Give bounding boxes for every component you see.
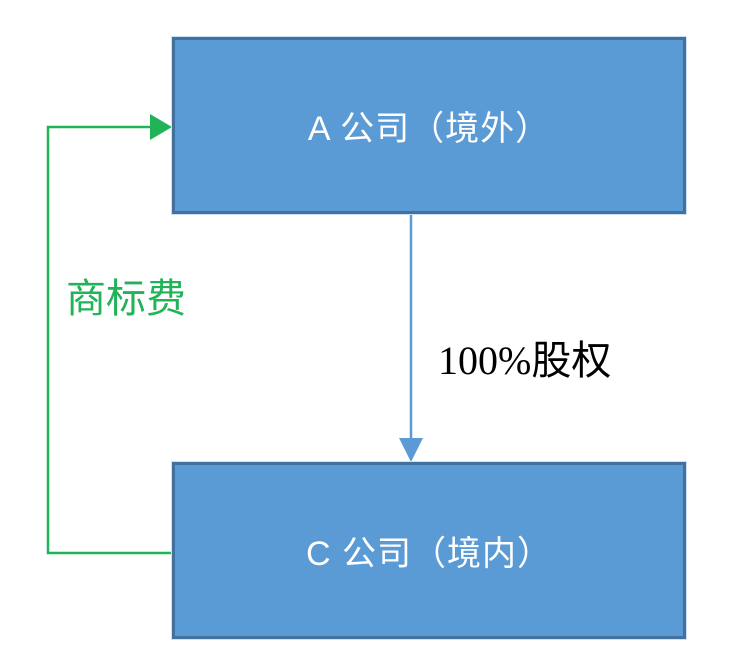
equity-edge-label: 100%股权 (438, 338, 612, 383)
node-company-a-label: A 公司（境外） (307, 110, 551, 148)
node-company-c-label: C 公司（境内） (306, 535, 552, 573)
node-company-a[interactable]: A 公司（境外） (172, 37, 686, 214)
equity-arrowhead-icon (399, 438, 423, 462)
trademark-fee-arrowhead-icon (150, 114, 172, 140)
node-company-c[interactable]: C 公司（境内） (172, 462, 686, 639)
trademark-fee-edge-label: 商标费 (66, 276, 186, 321)
trademark-fee-arrow-line (46, 125, 172, 555)
